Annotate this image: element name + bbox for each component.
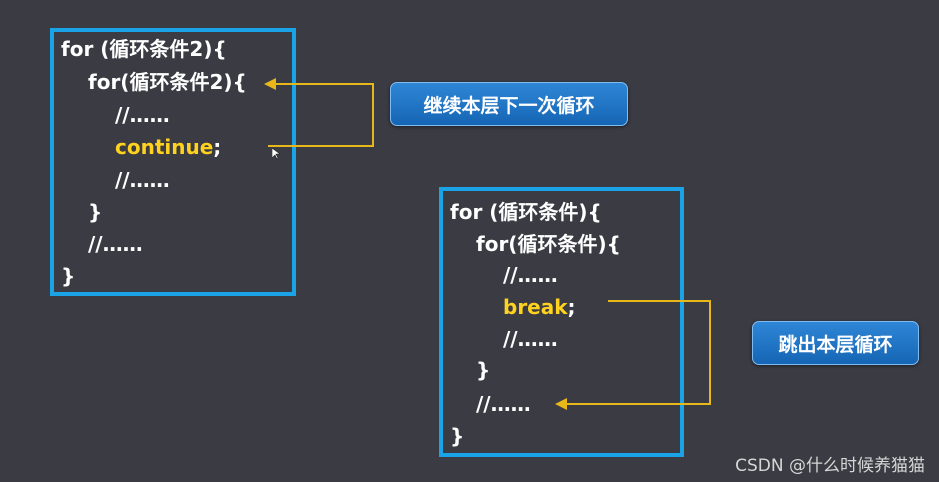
- break-arrowhead-icon: [555, 398, 567, 410]
- mouse-cursor-icon: [272, 148, 281, 160]
- comment-line-1: //……: [115, 103, 170, 127]
- inner-for-line: for(循环条件){: [476, 232, 621, 256]
- break-arrow-line: [562, 300, 711, 405]
- outer-close-brace: }: [450, 424, 465, 448]
- continue-code-box: [50, 28, 296, 296]
- semicolon: ;: [567, 295, 576, 319]
- comment-line-2: //……: [503, 327, 558, 351]
- outer-close-brace: }: [61, 264, 76, 288]
- continue-keyword: continue: [115, 135, 214, 159]
- outer-for-line: for (循环条件2){: [61, 37, 227, 61]
- continue-label-button: 继续本层下一次循环: [390, 82, 628, 126]
- comment-line-2: //……: [115, 168, 170, 192]
- continue-statement: continue;: [115, 135, 221, 159]
- inner-close-brace: }: [476, 358, 491, 382]
- inner-for-line: for(循环条件2){: [88, 70, 247, 94]
- comment-line-1: //……: [503, 263, 558, 287]
- semicolon: ;: [213, 135, 222, 159]
- inner-close-brace: }: [88, 200, 103, 224]
- comment-line-3: //……: [88, 232, 143, 256]
- continue-arrow-line: [268, 83, 374, 147]
- break-keyword: break: [503, 295, 568, 319]
- comment-line-3: //……: [476, 392, 531, 416]
- break-statement: break;: [503, 295, 576, 319]
- break-code-box: [439, 187, 684, 457]
- break-label-button: 跳出本层循环: [752, 321, 919, 365]
- csdn-watermark: CSDN @什么时候养猫猫: [735, 456, 925, 476]
- outer-for-line: for (循环条件){: [450, 200, 602, 224]
- continue-arrowhead-icon: [264, 78, 276, 90]
